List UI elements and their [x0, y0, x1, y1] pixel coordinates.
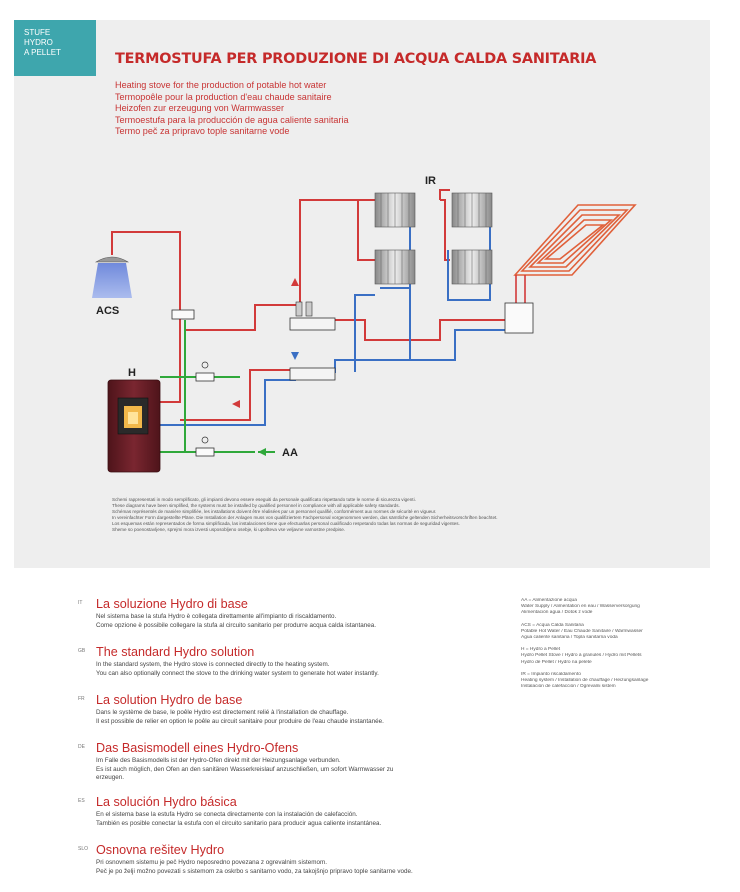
section-de: DE Das Basismodell eines Hydro-Ofens Im …	[78, 741, 498, 795]
subtitle-en: Heating stove for the production of pota…	[115, 80, 327, 90]
subtitle-de: Heizofen zur erzeugung von Warmwasser	[115, 103, 284, 114]
body-line: En el sistema base la estufa Hydro se co…	[96, 811, 358, 818]
category-badge: STUFE HYDRO A PELLET	[14, 20, 96, 76]
body-line: Im Falle des Basismodells ist der Hydro-…	[96, 757, 341, 764]
section-slo: SLO Osnovna rešitev Hydro Pri osnovnem s…	[78, 843, 498, 891]
radiator-bottom-right	[451, 249, 493, 285]
underfloor-heating-coil	[513, 204, 637, 305]
plumbing-diagram: IR ACS H AA	[92, 175, 637, 473]
cold-water-pipes	[160, 320, 255, 453]
section-heading: La soluzione Hydro di base	[96, 597, 248, 611]
badge-line-1: STUFE	[24, 28, 51, 37]
legend-aa: AA = Alimentazione acqua Water Supply / …	[521, 598, 706, 617]
label-ir: IR	[425, 175, 436, 187]
language-code: IT	[78, 600, 83, 606]
section-body: Nel sistema base la stufa Hydro è colleg…	[96, 613, 506, 630]
label-h: H	[128, 367, 136, 379]
body-line: Peč je po želji možno povezati s sistemo…	[96, 867, 413, 875]
disclaimer-line: Los esquemas están representados de form…	[112, 521, 460, 527]
body-line: Il est possible de relier en option le p…	[96, 717, 384, 725]
disclaimer-line: Schemi rappresentati in modo semplificat…	[112, 497, 416, 502]
disclaimer-line: These diagrams have been simplified, the…	[112, 503, 400, 509]
section-body: Pri osnovnem sistemu je peč Hydro neposr…	[96, 859, 506, 876]
section-heading: The standard Hydro solution	[96, 645, 255, 659]
subtitle-fr: Termopoêle pour la production d'eau chau…	[115, 91, 332, 102]
subtitle-list: Heating stove for the production of pota…	[115, 80, 349, 138]
language-code: SLO	[78, 846, 89, 852]
body-line: Dans le système de base, le poêle Hydro …	[96, 709, 349, 716]
manifold-return	[289, 367, 336, 381]
section-es: ES La solución Hydro básica En el sistem…	[78, 795, 498, 843]
section-gb: GB The standard Hydro solution In the st…	[78, 645, 498, 693]
valve-cold-2	[195, 436, 215, 457]
language-code: GB	[78, 648, 86, 654]
body-line: También es posible conectar la estufa co…	[96, 819, 382, 827]
language-sections: IT La soluzione Hydro di base Nel sistem…	[78, 597, 498, 891]
valve-cold-1	[195, 361, 215, 382]
section-body: Dans le système de base, le poêle Hydro …	[96, 709, 506, 726]
legend-ir: IR = Impianto riscaldamento Heating syst…	[521, 672, 706, 691]
legend-line: ACS = Acqua Calda Sanitaria	[521, 622, 584, 628]
body-line: erzeugen.	[96, 774, 125, 782]
shower-head-icon	[92, 256, 132, 298]
subtitle-slo: Termo peč za pripravo tople sanitarne vo…	[115, 126, 290, 137]
section-it: IT La soluzione Hydro di base Nel sistem…	[78, 597, 498, 645]
legend-line: H = Hydro a Pellet	[521, 647, 561, 653]
section-body: In the standard system, the Hydro stove …	[96, 661, 506, 678]
language-code: ES	[78, 798, 85, 804]
body-line: Pri osnovnem sistemu je peč Hydro neposr…	[96, 859, 327, 866]
section-body: Im Falle des Basismodells ist der Hydro-…	[96, 757, 506, 783]
legend-line: Hydro Pellet Stove / Hydro à granulés / …	[521, 653, 642, 659]
legend-line: Alimentación agua / Dotok z vode	[521, 610, 593, 616]
legend-line: Hydro de Pellet / Hydro na pelete	[521, 659, 592, 665]
legend-line: Agua caliente sanitaria / Topla sanitarn…	[521, 635, 618, 641]
section-fr: FR La solution Hydro de base Dans le sys…	[78, 693, 498, 741]
page-title: TERMOSTUFA PER PRODUZIONE DI ACQUA CALDA…	[115, 51, 597, 67]
valve-acs	[171, 309, 195, 320]
body-line: You can also optionally connect the stov…	[96, 669, 379, 677]
pellet-stove	[107, 379, 161, 473]
label-acs: ACS	[96, 305, 119, 317]
body-line: Es ist auch möglich, den Ofen an den san…	[96, 765, 394, 773]
section-heading: Osnovna rešitev Hydro	[96, 843, 225, 857]
language-code: FR	[78, 696, 85, 702]
legend-acs: ACS = Acqua Calda Sanitaria Potable Hot …	[521, 623, 706, 642]
manifold-supply	[289, 301, 336, 331]
flow-arrows	[232, 278, 299, 456]
body-line: Come opzione è possibile collegare la st…	[96, 621, 377, 629]
section-heading: La solution Hydro de base	[96, 693, 243, 707]
disclaimer-block: Schemi rappresentati in modo semplificat…	[112, 497, 612, 534]
disclaimer-line: Sheme so poenostavljene, sprejmi mora iz…	[112, 527, 346, 533]
legend-line: IR = Impianto riscaldamento	[521, 671, 581, 677]
badge-line-3: A PELLET	[24, 48, 61, 57]
legend-line: Water Supply / Alimentation en eau / Was…	[521, 604, 640, 610]
radiator-top-left	[374, 192, 416, 228]
disclaimer-line: In vereinfachter Form dargestellte Pläne…	[112, 515, 498, 521]
radiator-bottom-left	[374, 249, 416, 285]
badge-line-2: HYDRO	[24, 38, 53, 47]
section-heading: Das Basismodell eines Hydro-Ofens	[96, 741, 299, 755]
legend-line: AA = Alimentazione acqua	[521, 598, 577, 603]
legend-h: H = Hydro a Pellet Hydro Pellet Stove / …	[521, 647, 706, 666]
label-aa: AA	[282, 447, 298, 459]
section-body: En el sistema base la estufa Hydro se co…	[96, 811, 506, 828]
legend-line: Instalación de calefacción / Ogrevalni s…	[521, 684, 616, 690]
abbreviation-legend: AA = Alimentazione acqua Water Supply / …	[521, 598, 706, 696]
legend-line: Heating system / Installation de chauffa…	[521, 678, 649, 684]
radiator-top-right	[451, 192, 493, 228]
floor-manifold-box	[504, 302, 534, 334]
body-line: In the standard system, the Hydro stove …	[96, 661, 330, 668]
language-code: DE	[78, 744, 85, 750]
subtitle-es: Termoestufa para la producción de agua c…	[115, 114, 349, 125]
disclaimer-line: Schémas représentés de manière simplifié…	[112, 509, 437, 515]
section-heading: La solución Hydro básica	[96, 795, 237, 809]
body-line: Nel sistema base la stufa Hydro è colleg…	[96, 613, 337, 620]
legend-line: Potable Hot Water / Eau Chaude Sanitaire…	[521, 628, 643, 634]
heating-return-pipes	[160, 200, 521, 426]
